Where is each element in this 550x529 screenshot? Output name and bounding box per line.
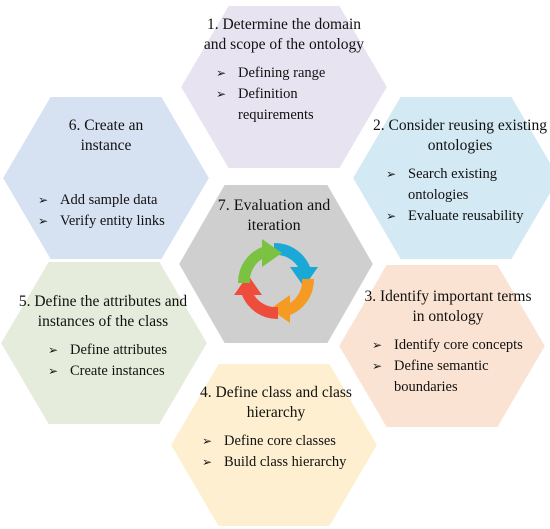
step-3-title: 3. Identify important terms in ontology <box>364 288 532 325</box>
step-4-content: 4. Define class and class hierarchy ➢Def… <box>196 383 356 473</box>
list-item: ➢Definition requirements <box>216 86 314 123</box>
bullet-arrow-icon: ➢ <box>372 338 383 352</box>
cycle-arrow-orange <box>270 279 315 323</box>
bullet-arrow-icon: ➢ <box>48 364 59 378</box>
step-5-bullets: ➢Define attributes ➢Create instances <box>48 340 194 382</box>
step-7-title: 7. Evaluation and iteration <box>217 197 331 234</box>
bullet-arrow-icon: ➢ <box>202 455 213 469</box>
list-item: ➢Defining range <box>216 63 370 84</box>
list-item: ➢Identify core concepts <box>372 335 538 356</box>
list-item: ➢Add sample data <box>38 190 188 211</box>
bullet-arrow-icon: ➢ <box>216 87 227 101</box>
step-6-title: 6. Create an instance <box>68 117 144 154</box>
bullet-arrow-icon: ➢ <box>48 343 59 357</box>
list-item: ➢Create instances <box>48 361 194 382</box>
step-3-bullets: ➢Identify core concepts ➢Define semantic… <box>372 335 538 398</box>
step-2-title: 2. Consider reusing existing ontologies <box>373 117 547 154</box>
list-item: ➢Verify entity links <box>38 211 188 232</box>
bullet-arrow-icon: ➢ <box>386 167 397 181</box>
hex-step-1 <box>178 4 390 170</box>
cycle-arrow-green <box>237 239 282 283</box>
step-2-bullets: ➢Search existing ontologies ➢Evaluate re… <box>386 164 526 227</box>
step-5-content: 5. Define the attributes and instances o… <box>12 292 194 382</box>
step-7-content: 7. Evaluation and iteration <box>206 196 342 236</box>
step-1-title: 1. Determine the domain and scope of the… <box>203 16 365 53</box>
list-item: ➢Build class hierarchy <box>202 452 358 473</box>
step-4-title: 4. Define class and class hierarchy <box>200 384 352 421</box>
bullet-arrow-icon: ➢ <box>386 209 397 223</box>
hex-step-4 <box>168 362 380 528</box>
list-item: ➢Search existing ontologies <box>386 166 497 203</box>
step-6-content: 6. Create an instance ➢Add sample data ➢… <box>38 116 166 232</box>
step-6-bullets: ➢Add sample data ➢Verify entity links <box>38 190 188 232</box>
step-1-bullets: ➢Defining range ➢Definition requirements <box>216 63 370 126</box>
bullet-arrow-icon: ➢ <box>202 434 213 448</box>
hex-step-6 <box>0 95 212 261</box>
list-item: ➢Evaluate reusability <box>386 206 526 227</box>
bullet-arrow-icon: ➢ <box>38 214 49 228</box>
bullet-arrow-icon: ➢ <box>372 359 383 373</box>
step-2-content: 2. Consider reusing existing ontologies … <box>372 116 548 227</box>
step-4-bullets: ➢Define core classes ➢Build class hierar… <box>202 431 358 473</box>
hex-step-5 <box>0 260 210 426</box>
hex-step-2 <box>350 95 550 261</box>
step-1-content: 1. Determine the domain and scope of the… <box>198 15 370 126</box>
hex-step-3 <box>336 263 548 429</box>
list-item: ➢Define core classes <box>202 431 358 452</box>
list-item: ➢Define attributes <box>48 340 194 361</box>
bullet-arrow-icon: ➢ <box>216 66 227 80</box>
step-3-content: 3. Identify important terms in ontology … <box>358 287 538 398</box>
hex-step-7 <box>176 183 376 345</box>
step-5-title: 5. Define the attributes and instances o… <box>18 293 188 330</box>
cycle-icon <box>234 239 318 323</box>
cycle-arrow-red <box>234 275 278 320</box>
list-item: ➢Define semantic boundaries <box>372 358 489 395</box>
cycle-arrow-blue <box>274 242 318 287</box>
bullet-arrow-icon: ➢ <box>38 193 49 207</box>
